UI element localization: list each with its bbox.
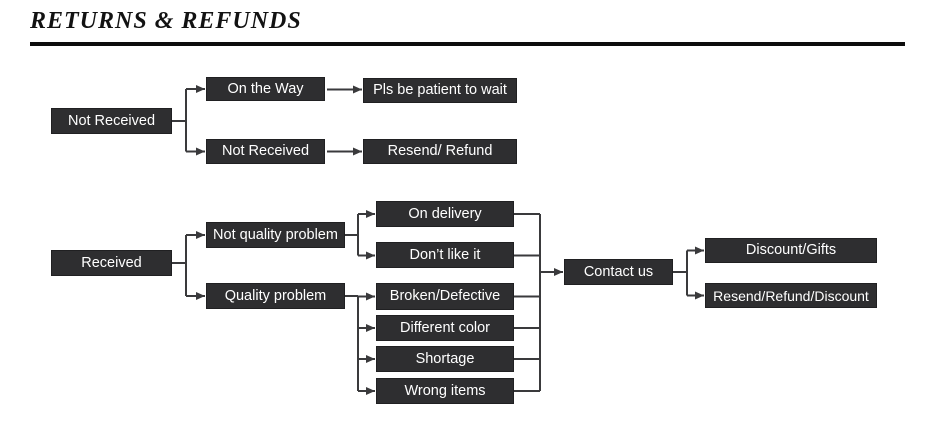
node-not-received-root: Not Received <box>51 108 172 134</box>
node-discount-gifts: Discount/Gifts <box>705 238 877 263</box>
node-on-delivery: On delivery <box>376 201 514 227</box>
node-pls-be-patient-to-wait: Pls be patient to wait <box>363 78 517 103</box>
connector-trunks <box>172 89 688 392</box>
node-received-root: Received <box>51 250 172 276</box>
node-dont-like-it: Don’t like it <box>376 242 514 268</box>
node-resend-refund-discount: Resend/Refund/Discount <box>705 283 877 308</box>
page-title: RETURNS & REFUNDS <box>30 8 302 34</box>
node-quality-problem: Quality problem <box>206 283 345 309</box>
node-not-received-again: Not Received <box>206 139 325 164</box>
node-resend-refund: Resend/ Refund <box>363 139 517 164</box>
title-underline <box>30 42 905 46</box>
node-shortage: Shortage <box>376 346 514 372</box>
node-contact-us: Contact us <box>564 259 673 285</box>
node-wrong-items: Wrong items <box>376 378 514 404</box>
node-on-the-way: On the Way <box>206 77 325 101</box>
node-not-quality-problem: Not quality problem <box>206 222 345 248</box>
node-different-color: Different color <box>376 315 514 341</box>
node-broken-defective: Broken/Defective <box>376 283 514 310</box>
